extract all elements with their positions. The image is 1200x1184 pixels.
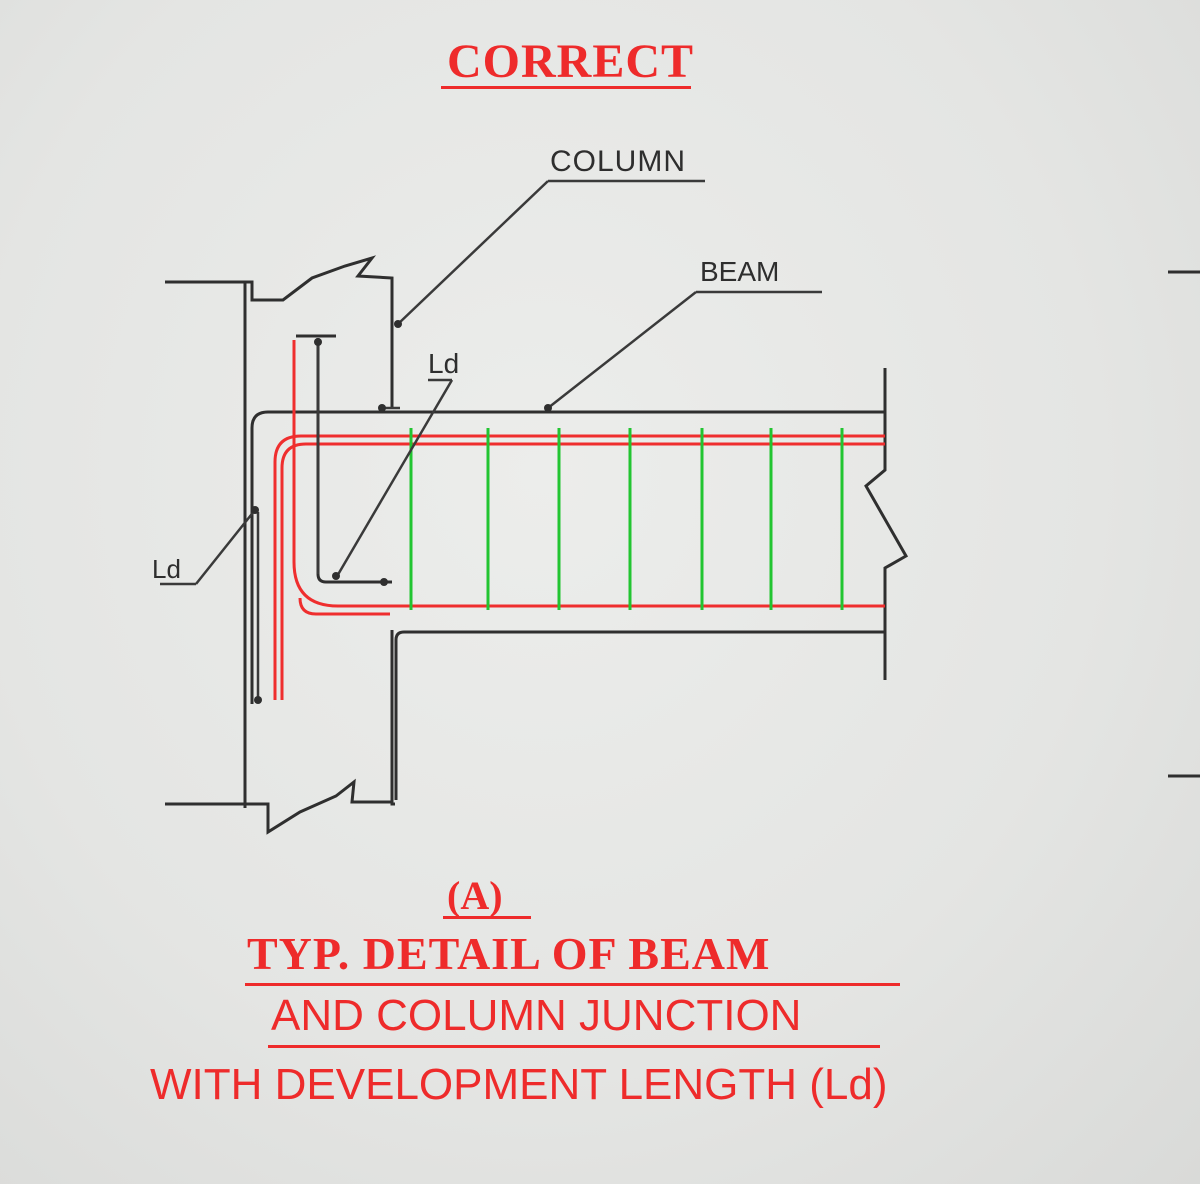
caption-line-1-underline <box>245 983 900 986</box>
leader-lines <box>160 179 822 700</box>
caption-line-2-underline <box>268 1045 880 1048</box>
stirrups <box>409 428 844 610</box>
label-beam: BEAM <box>700 256 780 287</box>
caption-tag: (A) <box>447 873 503 918</box>
caption-line-3: WITH DEVELOPMENT LENGTH (Ld) <box>150 1060 888 1109</box>
beam-outline <box>250 368 909 800</box>
column-outline <box>165 255 1200 835</box>
main-reinforcement <box>273 340 885 700</box>
caption-line-2: AND COLUMN JUNCTION <box>271 991 802 1040</box>
label-ld-top: Ld <box>428 348 460 379</box>
label-column: COLUMN <box>550 145 687 178</box>
label-ld-left: Ld <box>152 554 181 584</box>
caption-tag-underline <box>443 916 531 919</box>
hook-bar <box>296 334 392 584</box>
heading-underline <box>441 86 691 89</box>
dimension-ticks <box>251 320 552 704</box>
caption-line-1: TYP. DETAIL OF BEAM <box>247 928 771 979</box>
heading-correct: CORRECT <box>447 35 695 88</box>
